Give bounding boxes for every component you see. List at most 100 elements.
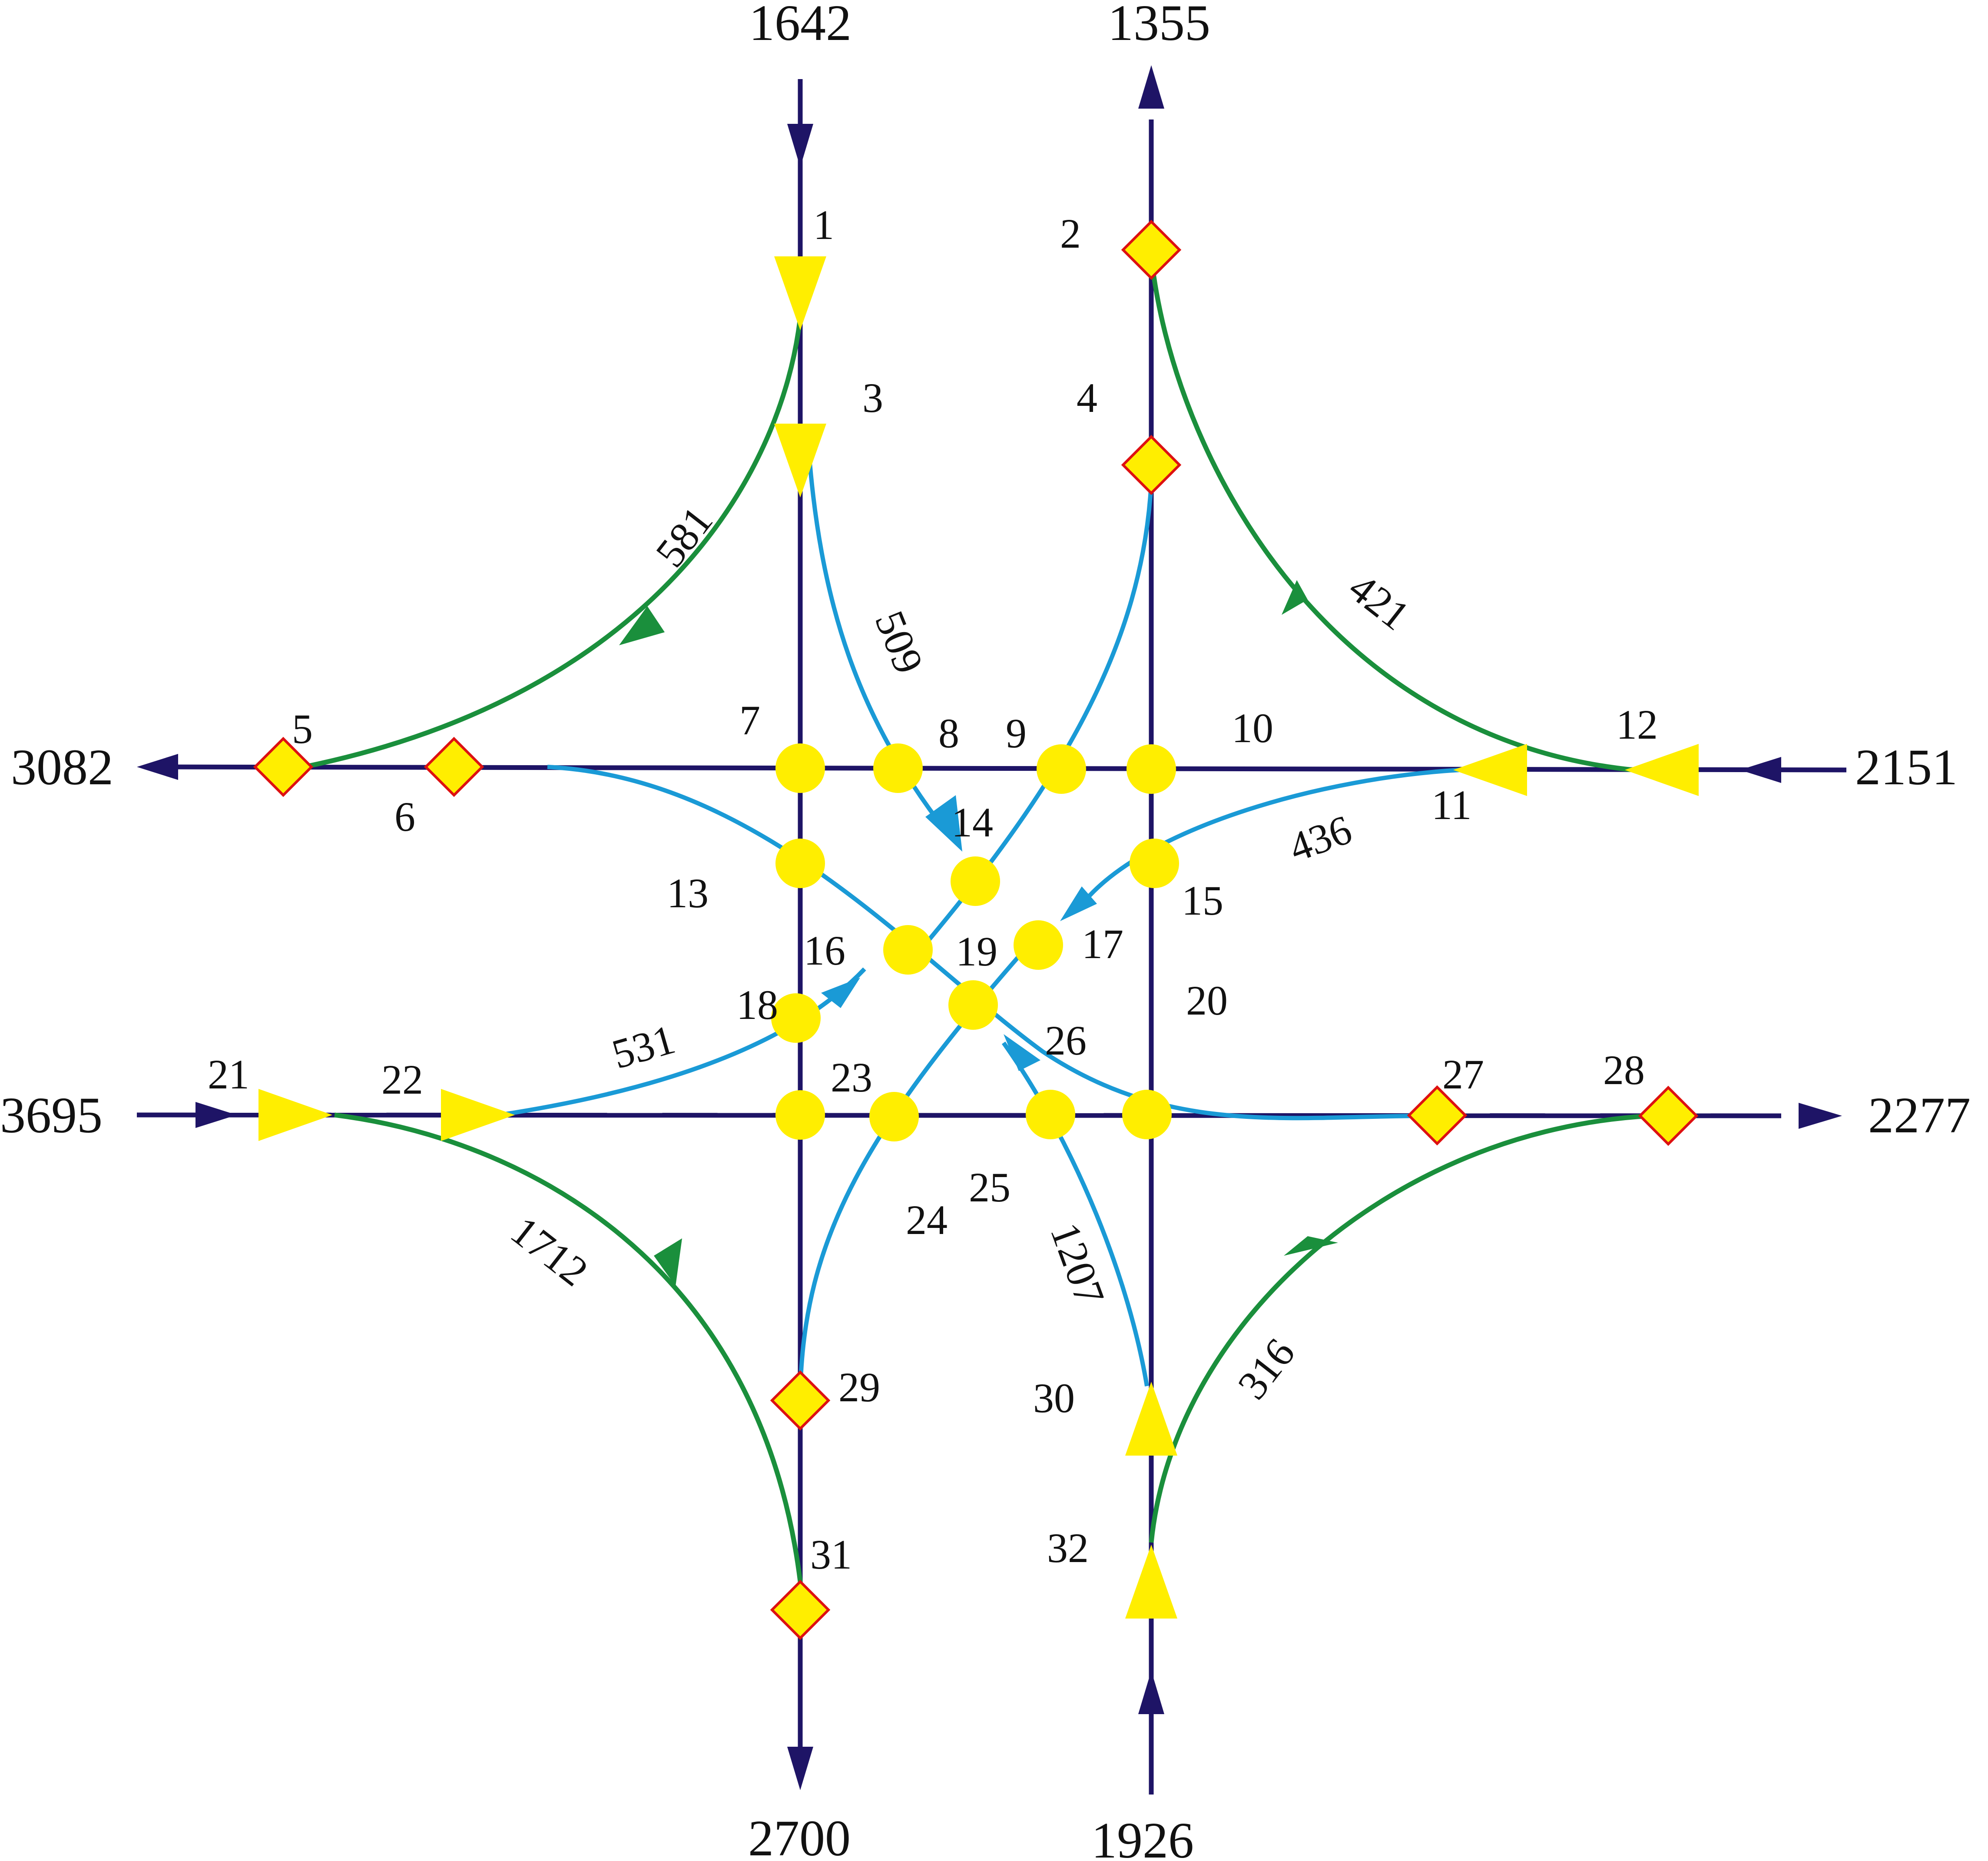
conflict-node-18-icon xyxy=(771,993,821,1043)
arrow-south-in-icon xyxy=(1138,1671,1164,1714)
arrow-ramp-s-icon xyxy=(1004,1034,1040,1071)
node-label-8: 8 xyxy=(938,710,959,756)
diverge-node-31-icon xyxy=(770,1579,831,1640)
node-label-17: 17 xyxy=(1082,921,1123,967)
node-labels: 1 2 3 4 5 6 7 8 9 10 11 12 13 14 15 16 1… xyxy=(208,202,1658,1578)
conflict-node-24-icon xyxy=(869,1092,919,1141)
diverge-node-29-icon xyxy=(770,1370,831,1431)
south-in-volume: 1926 xyxy=(1091,1812,1194,1861)
node-label-12: 12 xyxy=(1616,701,1658,748)
arrow-ramp-e-icon xyxy=(1060,886,1097,921)
arrow-ramp-w-icon xyxy=(821,978,860,1008)
node-label-27: 27 xyxy=(1442,1051,1484,1098)
node-label-16: 16 xyxy=(804,927,845,974)
ramp-ne xyxy=(1149,256,1634,773)
conflict-node-19-icon xyxy=(948,980,998,1030)
arrow-ramp-se-icon xyxy=(1284,1236,1338,1256)
merge-points xyxy=(258,256,1699,1619)
flow-ne-ramp: 421 xyxy=(1340,564,1418,639)
north-in-volume: 1642 xyxy=(749,0,852,51)
node-label-1: 1 xyxy=(813,202,834,248)
merge-node-21-icon xyxy=(258,1089,332,1141)
flow-sw-ramp: 1712 xyxy=(502,1207,596,1295)
east-out-volume: 2277 xyxy=(1868,1087,1971,1144)
node-label-14: 14 xyxy=(951,799,993,846)
conflict-node-8-icon xyxy=(873,743,923,793)
node-label-23: 23 xyxy=(831,1054,872,1101)
node-label-31: 31 xyxy=(810,1531,852,1578)
ramp-e-to-center xyxy=(1084,768,1460,901)
diverge-node-28-icon xyxy=(1638,1085,1699,1146)
ramp-w-from-left xyxy=(547,765,1438,1121)
node-label-22: 22 xyxy=(381,1056,423,1103)
road-arrowheads xyxy=(137,65,1842,1790)
arrow-west-out-icon xyxy=(137,754,178,780)
north-out-volume: 1355 xyxy=(1108,0,1210,51)
node-label-25: 25 xyxy=(969,1164,1011,1211)
ramp-w-to-center xyxy=(499,967,866,1117)
ramp-se xyxy=(1149,1113,1651,1543)
arrow-north-in-icon xyxy=(787,124,813,167)
node-label-3: 3 xyxy=(862,375,883,421)
diverge-node-2-icon xyxy=(1121,219,1182,280)
merge-node-1-icon xyxy=(774,256,826,330)
blue-ramp-arrows xyxy=(821,795,1097,1071)
green-ramps xyxy=(303,256,1651,1582)
diverge-points xyxy=(253,219,1699,1640)
node-label-24: 24 xyxy=(906,1197,948,1243)
arrow-ramp-n-icon xyxy=(925,795,962,852)
conflict-node-10-icon xyxy=(1127,744,1176,794)
merge-node-22-icon xyxy=(441,1089,515,1141)
node-label-19: 19 xyxy=(956,928,997,975)
road-north-horizontal xyxy=(169,764,1847,773)
node-label-32: 32 xyxy=(1047,1525,1089,1571)
conflict-node-15-icon xyxy=(1130,839,1179,888)
merge-node-30-icon xyxy=(1125,1382,1177,1456)
node-label-15: 15 xyxy=(1182,877,1223,924)
conflict-points xyxy=(771,743,1179,1141)
arrow-east-out-icon xyxy=(1799,1103,1842,1129)
node-label-11: 11 xyxy=(1431,782,1471,828)
node-label-30: 30 xyxy=(1033,1375,1075,1421)
conflict-node-7-icon xyxy=(775,743,825,793)
conflict-node-17-icon xyxy=(1014,920,1063,970)
conflict-node-16-icon xyxy=(883,925,933,975)
node-label-2: 2 xyxy=(1060,210,1081,257)
diverge-node-27-icon xyxy=(1407,1085,1468,1146)
conflict-node-14-icon xyxy=(951,856,1000,906)
arrow-west-in-icon xyxy=(195,1102,237,1128)
diverge-node-4-icon xyxy=(1121,435,1182,495)
flow-se-ramp: 316 xyxy=(1229,1330,1304,1407)
flow-w-to-center: 531 xyxy=(607,1015,680,1078)
node-label-7: 7 xyxy=(739,697,760,743)
arrow-south-out-icon xyxy=(787,1747,813,1790)
arrow-ramp-ne-icon xyxy=(1282,580,1308,615)
diverge-node-6-icon xyxy=(424,736,484,797)
merge-node-32-icon xyxy=(1125,1545,1177,1619)
node-label-13: 13 xyxy=(667,870,709,916)
node-label-10: 10 xyxy=(1232,705,1273,751)
east-in-volume: 2151 xyxy=(1855,739,1958,796)
merge-node-12-icon xyxy=(1625,744,1699,796)
node-label-9: 9 xyxy=(1006,710,1027,756)
node-label-21: 21 xyxy=(208,1051,249,1098)
flow-nw-ramp: 581 xyxy=(646,498,722,575)
diverge-node-5-icon xyxy=(253,736,314,797)
arrow-north-out-icon xyxy=(1138,65,1164,109)
west-in-volume: 3695 xyxy=(0,1087,103,1144)
conflict-node-25-icon xyxy=(1026,1090,1075,1139)
node-label-26: 26 xyxy=(1045,1017,1087,1064)
node-label-29: 29 xyxy=(838,1364,880,1410)
arrow-east-in-icon xyxy=(1740,757,1781,783)
green-ramp-arrows xyxy=(619,580,1338,1286)
node-label-5: 5 xyxy=(292,706,313,752)
ramp-nw xyxy=(303,317,803,770)
ramp-s-up xyxy=(1001,1042,1149,1387)
conflict-node-9-icon xyxy=(1037,744,1086,794)
ramp-sw xyxy=(334,1112,803,1582)
node-label-6: 6 xyxy=(394,793,415,840)
south-out-volume: 2700 xyxy=(748,1810,851,1861)
flow-e-to-center: 436 xyxy=(1283,806,1358,871)
